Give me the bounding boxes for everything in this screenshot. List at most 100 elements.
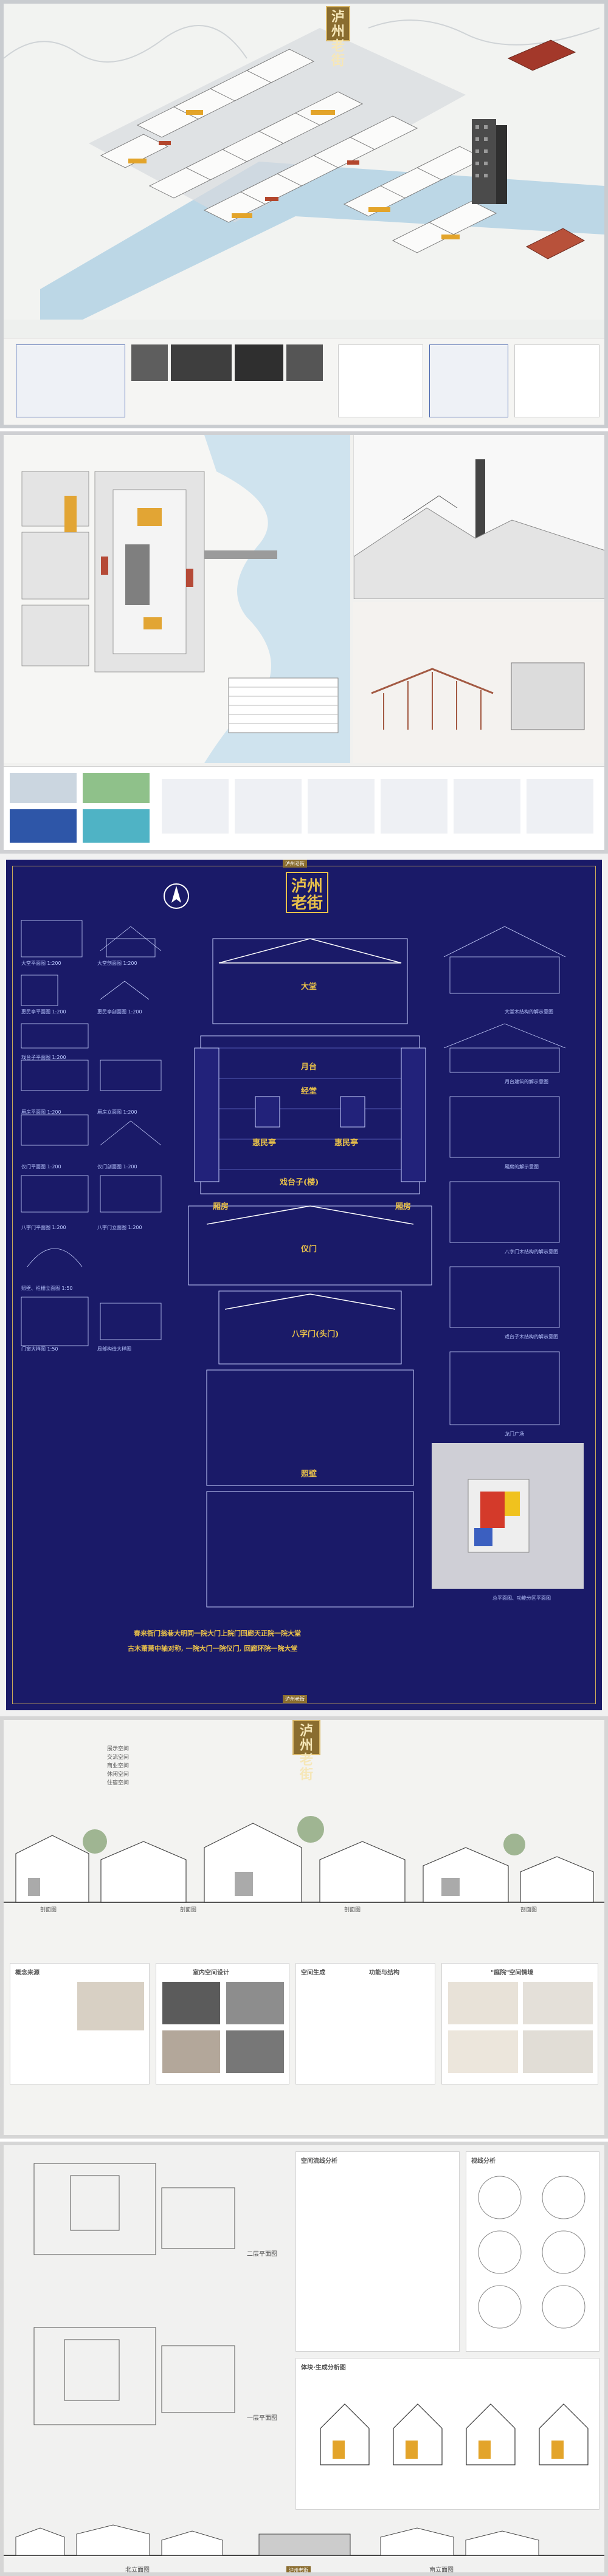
sheet4-title-line-1: 泸州 (299, 1723, 313, 1753)
drawing-label-right-0: 大堂木结构的解示意图 (505, 1009, 553, 1015)
intro-text-block (16, 344, 125, 417)
hall-label-9: 八字门(头门) (292, 1330, 339, 1339)
hall-label-5: 戏台子(楼) (280, 1178, 319, 1187)
drawing-label-left-4: 戏台子平面图 1:200 (21, 1055, 66, 1060)
hall-label-4: 惠民亭 (334, 1139, 359, 1148)
plan-label-2f: 二层平面图 (247, 2251, 277, 2258)
sightline-circles (478, 2176, 586, 2329)
hall-label-10: 照壁 (301, 1470, 317, 1479)
hall-label-7: 厢房 (395, 1202, 412, 1211)
info-strip (4, 338, 604, 425)
sheet-4-sections: 泸州 老街 展示空间 交流空间 商业空间 休闲空间 住宿空间 剖面图 剖面图 剖… (0, 1716, 608, 2139)
panel-massing-title: 体块·生成分析图 (301, 2365, 346, 2371)
blueprint-title-badge: 泸州 老街 (286, 872, 328, 913)
legend-item-2: 商业空间 (107, 1763, 130, 1769)
drawing-label-left-13: 局部构造大样图 (97, 1346, 131, 1352)
render-perspective-2 (353, 602, 604, 763)
drawing-label-left-6: 厢房立面图 1:200 (97, 1109, 137, 1115)
render-2-sketch (371, 662, 585, 730)
title-badge: 泸州 老街 (326, 6, 350, 68)
plan-label-1f: 一层平面图 (247, 2415, 277, 2422)
floor-plans (33, 2163, 235, 2425)
hall-label-8: 仪门 (301, 1245, 317, 1254)
poem-line-2: 古木萧萧中轴对称, 一院大门一院仪门, 回廊环院一院大堂 (128, 1645, 298, 1653)
panel-interior-title: 室内空间设计 (193, 1970, 229, 1976)
drawing-label-left-11: 照壁、栏栅立面图 1:50 (21, 1286, 73, 1291)
drawing-label-left-0: 大堂平面图 1:200 (21, 961, 61, 966)
terrain-diagram-1 (10, 773, 77, 803)
axon-diagram-5 (454, 779, 520, 834)
panel-generation: 空间生成 功能与结构 (295, 1963, 435, 2084)
legend: 展示空间 交流空间 商业空间 休闲空间 住宿空间 (95, 1744, 186, 1793)
drawing-label-right-2: 厢房的解示意图 (505, 1164, 539, 1170)
blueprint-title-line-2: 老街 (291, 894, 323, 913)
panel-concept: 概念来源 (10, 1963, 150, 2084)
legend-item-1: 交流空间 (107, 1755, 130, 1761)
poem-line-1: 春来衙门翁巷大明同一院大门上院门回廊天正院一院大堂 (134, 1629, 301, 1637)
sheet4-title-line-2: 老街 (299, 1752, 313, 1783)
photo-3 (235, 344, 283, 381)
panel-circulation: 空间流线分析 (295, 2151, 460, 2352)
bottom-tag: 泸州老街 (283, 1695, 307, 1703)
drawing-label-left-10: 八字门立面图 1:200 (97, 1225, 142, 1230)
hall-label-6: 厢房 (213, 1202, 229, 1211)
drawing-label-left-12: 门窗大样图 1:50 (21, 1346, 58, 1352)
terrain-diagram-4 (83, 809, 150, 843)
blueprint-title-line-1: 泸州 (291, 877, 323, 896)
courtyard-render-1 (448, 1982, 518, 2024)
panel-interior: 室内空间设计 (156, 1963, 289, 2084)
interior-image-2 (226, 1982, 284, 2024)
analysis-text (429, 344, 508, 417)
courtyard-render-3 (448, 2030, 518, 2073)
drawing-label-right-4: 戏台子木结构的解示意图 (505, 1334, 558, 1340)
elevation-label-left: 北立面图 (125, 2567, 150, 2574)
sheet-5-plans: 二层平面图 一层平面图 空间流线分析 视线分析 体块·生成分析图 北立面图 南立… (0, 2142, 608, 2576)
panel-courtyard: "庭院"空间情境 (441, 1963, 598, 2084)
legend-item-4: 住宿空间 (107, 1780, 130, 1786)
panel-sightline-title: 视线分析 (471, 2158, 496, 2165)
panel-courtyard-title: "庭院"空间情境 (491, 1970, 534, 1976)
drawing-label-right-1: 月台建筑的解示意图 (505, 1079, 548, 1084)
photo-2 (171, 344, 232, 381)
site-map-sketch (432, 1443, 584, 1589)
section-label-1: 剖面图 (180, 1907, 197, 1913)
elevation-label-right: 南立面图 (429, 2567, 454, 2574)
photo-1 (131, 344, 168, 381)
terrain-diagram-2 (83, 773, 150, 803)
drawing-label-left-5: 厢房平面图 1:200 (21, 1109, 61, 1115)
street-elevation (4, 2524, 604, 2556)
long-section-drawing (4, 1816, 604, 1903)
section-label-2: 剖面图 (344, 1907, 361, 1913)
courtyard-render-2 (523, 1982, 593, 2024)
terrain-diagram-3 (10, 809, 77, 843)
panel-circulation-title: 空间流线分析 (301, 2158, 337, 2165)
drawing-label-left-2: 惠民亭平面图 1:200 (21, 1009, 66, 1015)
section-label-3: 剖面图 (520, 1907, 537, 1913)
drawing-label-right-3: 八字门木结构的解示意图 (505, 1249, 558, 1255)
massing-diagrams (320, 2403, 589, 2465)
site-plan-drawing (4, 435, 350, 763)
sheet-2-site-plan (0, 431, 608, 854)
section-label-0: 剖面图 (40, 1907, 57, 1913)
axon-diagram-6 (527, 779, 593, 834)
axon-diagram-1 (162, 779, 229, 834)
panel-sightline: 视线分析 (466, 2151, 599, 2352)
drawing-label-left-9: 八字门平面图 1:200 (21, 1225, 66, 1230)
central-axis-plan (188, 938, 432, 1608)
interior-image-3 (162, 2030, 220, 2073)
axon-diagram-4 (381, 779, 447, 834)
axon-diagram-2 (235, 779, 302, 834)
axon-diagram-3 (308, 779, 375, 834)
drawing-label-left-1: 大堂剖面图 1:200 (97, 961, 137, 966)
hall-label-1: 月台 (301, 1063, 317, 1072)
site-map-inset (432, 1443, 584, 1589)
location-map (338, 344, 423, 417)
hall-label-0: 大堂 (301, 982, 317, 992)
sheet5-footer-tag: 泸州老街 (286, 2566, 311, 2572)
drawing-label-left-8: 仪门剖面图 1:200 (97, 1164, 137, 1170)
north-arrow-icon (164, 883, 189, 909)
panel-massing: 体块·生成分析图 (295, 2358, 599, 2510)
sheet-3-blueprint: 泸州老街 泸州 老街 大堂 月台 经堂 (0, 854, 608, 1716)
site-map-label: 总平面图、功能分区平面图 (492, 1595, 551, 1601)
left-drawings (21, 920, 162, 1346)
